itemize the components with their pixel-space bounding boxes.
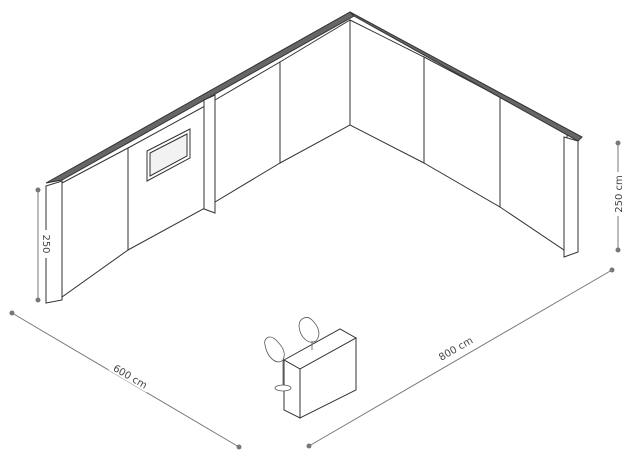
dim-label-left-height: 250 — [40, 234, 51, 253]
right-wall-panel-1 — [349, 19, 425, 164]
bar-stool-2 — [298, 317, 320, 350]
wall-screen-display — [149, 133, 188, 177]
dim-label-bg-width — [108, 358, 154, 393]
right-wall-end — [563, 136, 579, 258]
left-wall-end — [45, 180, 63, 304]
dim-label-right-height: 250 cm — [614, 175, 625, 213]
right-wall — [349, 11, 583, 253]
dim-label-bg-depth — [432, 331, 478, 365]
partition-divider — [203, 94, 216, 214]
right-wall-panel-2 — [423, 56, 501, 208]
back-wall-panel-4 — [279, 19, 351, 164]
counter-desk — [282, 328, 358, 419]
back-wall — [45, 11, 355, 298]
wall-screen — [146, 128, 191, 182]
dim-line-left-height — [35, 187, 41, 303]
bar-stool-1 — [264, 336, 292, 392]
dim-line-depth — [306, 267, 615, 449]
counter-side — [283, 359, 301, 419]
dim-label-bg-right — [611, 172, 625, 216]
right-wall-panel-3 — [499, 96, 568, 253]
dim-label-bg-left — [40, 230, 52, 258]
back-wall-panel-2 — [127, 105, 206, 251]
